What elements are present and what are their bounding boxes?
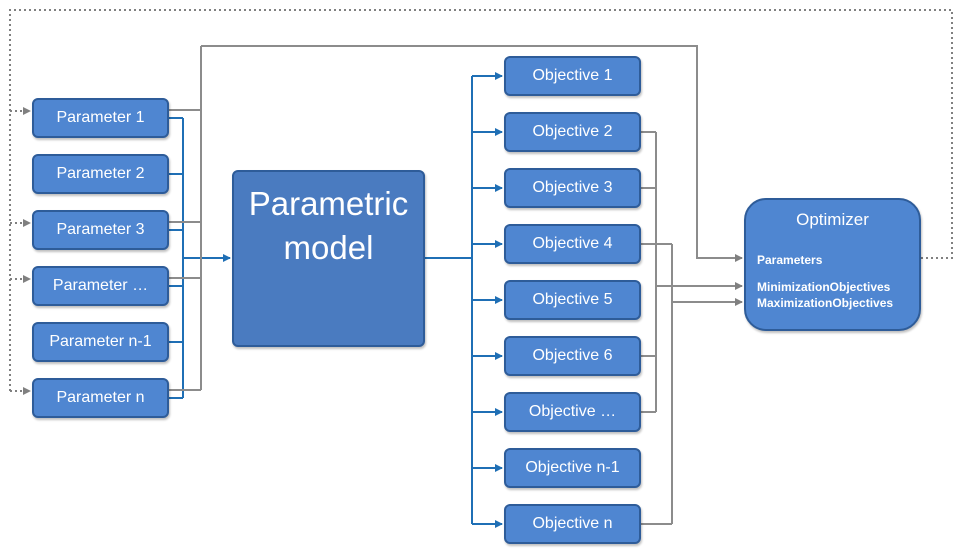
optimizer-parameters-label: Parameters — [757, 253, 823, 267]
optimizer-maximization-label: MaximizationObjectives — [757, 296, 894, 310]
parameters-to-model-connector — [169, 117, 231, 399]
objective-1-box: Objective 1 — [504, 56, 641, 96]
objective-4-box: Objective 4 — [504, 224, 641, 264]
parametric-model-box: Parametric model — [232, 170, 425, 347]
parameter-n-box: Parameter n — [32, 378, 169, 418]
parameter-2-box: Parameter 2 — [32, 154, 169, 194]
objective-ellipsis-box: Objective … — [504, 392, 641, 432]
parameter-3-box: Parameter 3 — [32, 210, 169, 250]
model-to-objectives-connector — [425, 72, 503, 528]
objective-2-box: Objective 2 — [504, 112, 641, 152]
feedback-loop — [9, 9, 953, 395]
optimizer-title: Optimizer — [796, 210, 869, 229]
parameter-1-box: Parameter 1 — [32, 98, 169, 138]
model-title-line-1: Parametric — [248, 185, 409, 222]
parameter-n-minus-1-box: Parameter n-1 — [32, 322, 169, 362]
model-title-line-2: model — [283, 229, 374, 266]
parameter-ellipsis-box: Parameter … — [32, 266, 169, 306]
optimizer-box: Optimizer Parameters MinimizationObjecti… — [744, 198, 921, 331]
maximization-objectives-connector — [641, 243, 743, 525]
objective-n-minus-1-box: Objective n-1 — [504, 448, 641, 488]
optimizer-minimization-label: MinimizationObjectives — [757, 280, 891, 294]
objective-6-box: Objective 6 — [504, 336, 641, 376]
objective-3-box: Objective 3 — [504, 168, 641, 208]
minimization-objectives-connector — [641, 131, 743, 413]
objective-n-box: Objective n — [504, 504, 641, 544]
objective-5-box: Objective 5 — [504, 280, 641, 320]
parameters-to-optimizer-connector — [169, 45, 743, 391]
